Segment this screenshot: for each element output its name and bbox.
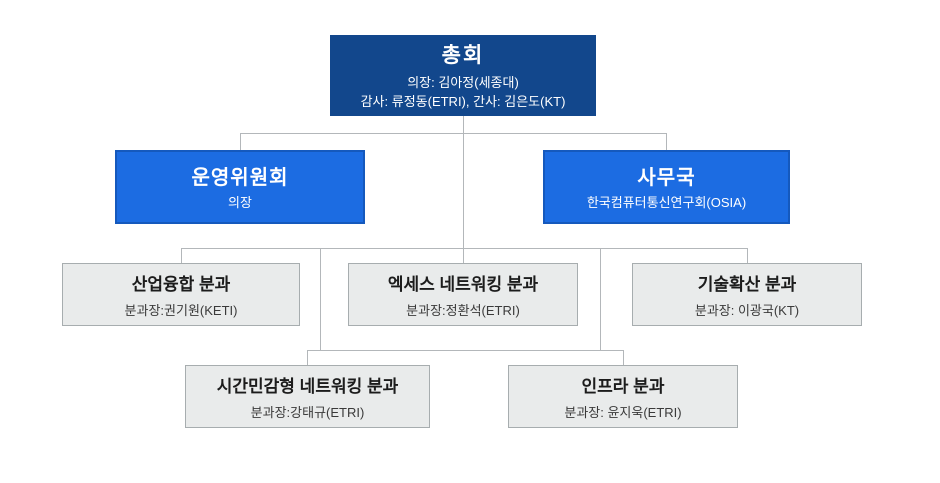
division-box-tech-diffusion: 기술확산 분과 분과장: 이광국(KT) (632, 263, 862, 326)
connector-line (623, 350, 624, 365)
division-box-infra: 인프라 분과 분과장: 윤지욱(ETRI) (508, 365, 738, 428)
secretariat-title: 사무국 (637, 167, 696, 190)
division-title: 산업융합 분과 (131, 275, 231, 294)
division-box-industry-convergence: 산업융합 분과 분과장:권기원(KETI) (62, 263, 300, 326)
general-assembly-auditors: 감사: 류정동(ETRI), 간사: 김은도(KT) (360, 94, 566, 109)
connector-line (463, 248, 464, 263)
connector-line (320, 248, 321, 350)
steering-committee-title: 운영위원회 (191, 167, 289, 190)
division-box-access-networking: 엑세스 네트워킹 분과 분과장:정환석(ETRI) (348, 263, 578, 326)
connector-line (181, 248, 747, 249)
steering-committee-subtitle: 의장 (228, 195, 252, 211)
division-lead: 분과장: 윤지욱(ETRI) (564, 405, 682, 420)
connector-line (747, 248, 748, 263)
connector-line (240, 133, 241, 150)
division-lead: 분과장:정환석(ETRI) (406, 303, 520, 318)
steering-committee-box: 운영위원회 의장 (115, 150, 365, 224)
connector-line (307, 350, 308, 365)
general-assembly-box: 총회 의장: 김아정(세종대) 감사: 류정동(ETRI), 간사: 김은도(K… (330, 35, 596, 116)
connector-line (666, 133, 667, 150)
division-title: 시간민감형 네트워킹 분과 (216, 377, 399, 396)
general-assembly-chair: 의장: 김아정(세종대) (407, 75, 519, 91)
secretariat-box: 사무국 한국컴퓨터통신연구회(OSIA) (543, 150, 790, 224)
division-box-time-sensitive-networking: 시간민감형 네트워킹 분과 분과장:강태규(ETRI) (185, 365, 430, 428)
connector-line (307, 350, 623, 351)
division-lead: 분과장:권기원(KETI) (124, 303, 238, 318)
connector-line (181, 248, 182, 263)
general-assembly-title: 총회 (441, 44, 485, 68)
connector-line (463, 116, 464, 248)
connector-line (240, 133, 667, 134)
division-lead: 분과장: 이광국(KT) (694, 303, 800, 318)
division-title: 엑세스 네트워킹 분과 (387, 275, 539, 294)
connector-line (600, 248, 601, 350)
secretariat-subtitle: 한국컴퓨터통신연구회(OSIA) (586, 195, 747, 211)
division-title: 기술확산 분과 (697, 275, 797, 294)
division-title: 인프라 분과 (581, 377, 665, 396)
division-lead: 분과장:강태규(ETRI) (250, 405, 365, 420)
